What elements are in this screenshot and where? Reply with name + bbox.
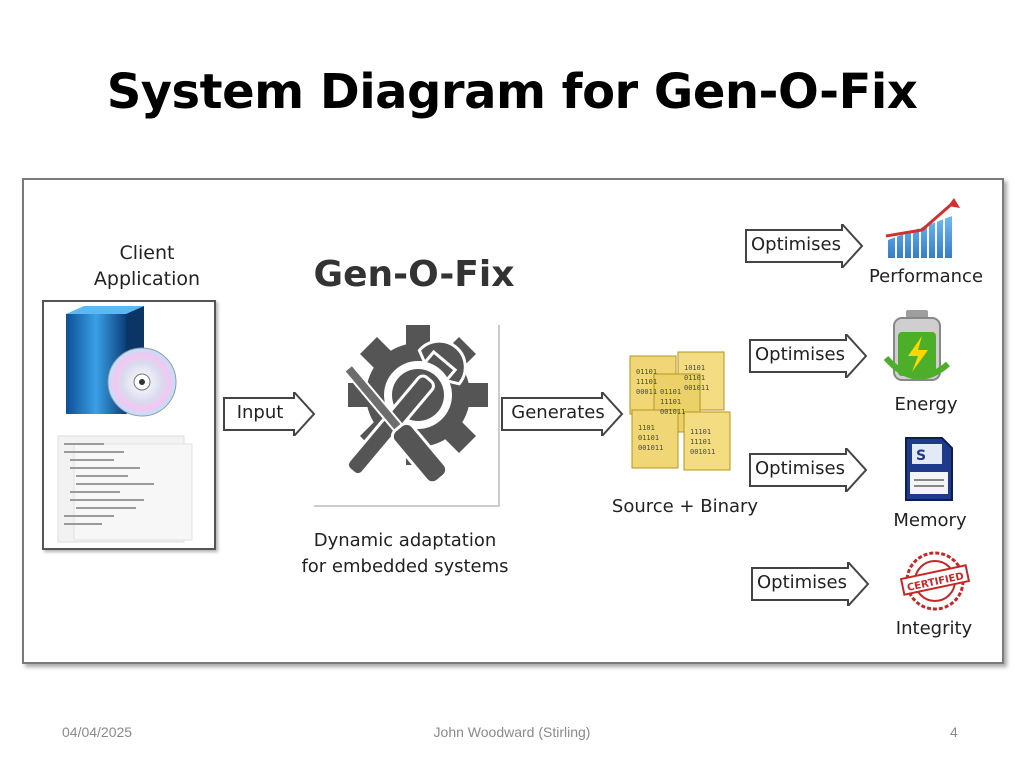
optimises-arrow-memory (749, 448, 868, 492)
footer-page-number: 4 (950, 724, 958, 740)
svg-text:11101: 11101 (690, 438, 711, 446)
svg-text:001011: 001011 (660, 408, 685, 416)
optimises-arrow-integrity (751, 562, 870, 606)
source-binary-caption: Source + Binary (611, 496, 759, 517)
svg-text:001011: 001011 (684, 384, 709, 392)
input-arrow (223, 392, 316, 436)
svg-text:1101: 1101 (638, 424, 655, 432)
target-energy-label: Energy (894, 394, 958, 415)
target-memory-label: Memory (893, 510, 967, 531)
svg-text:10101: 10101 (684, 364, 705, 372)
optimises-arrow-energy (749, 334, 868, 378)
optimises-arrow-performance (745, 224, 864, 268)
optimises-label-energy: Optimises (754, 344, 846, 365)
svg-text:S: S (916, 448, 926, 464)
genofix-brand-title: Gen-O-Fix (313, 254, 515, 295)
performance-chart-icon (885, 198, 960, 258)
input-label: Input (236, 402, 284, 423)
sd-card-icon: S (905, 437, 953, 501)
gear-wrench-icon (314, 325, 500, 507)
footer-author: John Woodward (Stirling) (433, 724, 591, 740)
svg-text:01101: 01101 (638, 434, 659, 442)
target-integrity-label: Integrity (895, 618, 973, 639)
target-performance-label: Performance (868, 266, 984, 287)
certified-stamp-icon: CERTIFIED (900, 551, 970, 611)
generates-label: Generates (511, 402, 605, 423)
client-application-box (42, 300, 216, 550)
software-box-icon (57, 306, 193, 543)
footer-date: 04/04/2025 (62, 724, 133, 740)
system-diagram: Client Application (22, 178, 1004, 664)
svg-text:00011: 00011 (636, 388, 657, 396)
client-application-label: Client Application (93, 242, 201, 290)
generates-arrow (501, 392, 624, 436)
svg-text:11101: 11101 (660, 398, 681, 406)
svg-text:001011: 001011 (638, 444, 663, 452)
optimises-label-integrity: Optimises (756, 572, 848, 593)
svg-text:11101: 11101 (690, 428, 711, 436)
slide-title: System Diagram for Gen-O-Fix (106, 64, 918, 120)
svg-text:01101: 01101 (660, 388, 681, 396)
svg-text:11101: 11101 (636, 378, 657, 386)
battery-icon (883, 310, 950, 381)
optimises-label-performance: Optimises (750, 234, 842, 255)
gear-caption: Dynamic adaptation for embedded systems (301, 530, 509, 577)
svg-text:01101: 01101 (684, 374, 705, 382)
optimises-label-memory: Optimises (754, 458, 846, 479)
svg-text:01101: 01101 (636, 368, 657, 376)
svg-text:001011: 001011 (690, 448, 715, 456)
